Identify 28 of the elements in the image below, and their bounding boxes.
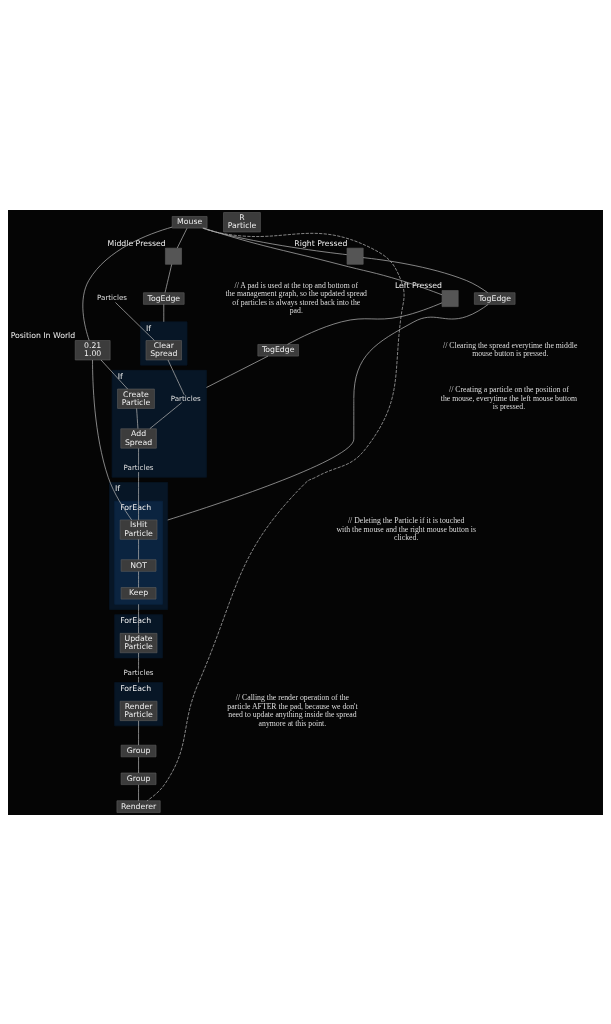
connector — [100, 359, 129, 389]
connector — [138, 447, 139, 465]
connector — [138, 538, 139, 560]
connector — [138, 603, 139, 634]
connector — [138, 756, 139, 773]
connector — [149, 401, 183, 429]
connector — [92, 359, 132, 520]
connector — [176, 227, 188, 248]
node-box — [165, 247, 182, 265]
connector — [136, 407, 139, 429]
connector — [167, 359, 185, 395]
connector — [287, 301, 443, 345]
node-box — [346, 247, 364, 265]
connector — [164, 263, 173, 293]
connector — [203, 227, 443, 295]
node-box — [441, 289, 459, 307]
connector — [115, 301, 155, 341]
connector — [362, 256, 488, 293]
connector — [82, 226, 173, 341]
connector — [138, 471, 139, 520]
connector — [163, 303, 165, 322]
connector — [138, 570, 139, 588]
connector — [167, 303, 489, 520]
connector — [138, 675, 139, 683]
connector — [138, 652, 139, 669]
connector — [206, 355, 269, 388]
connector — [138, 783, 139, 801]
connector — [138, 719, 139, 746]
